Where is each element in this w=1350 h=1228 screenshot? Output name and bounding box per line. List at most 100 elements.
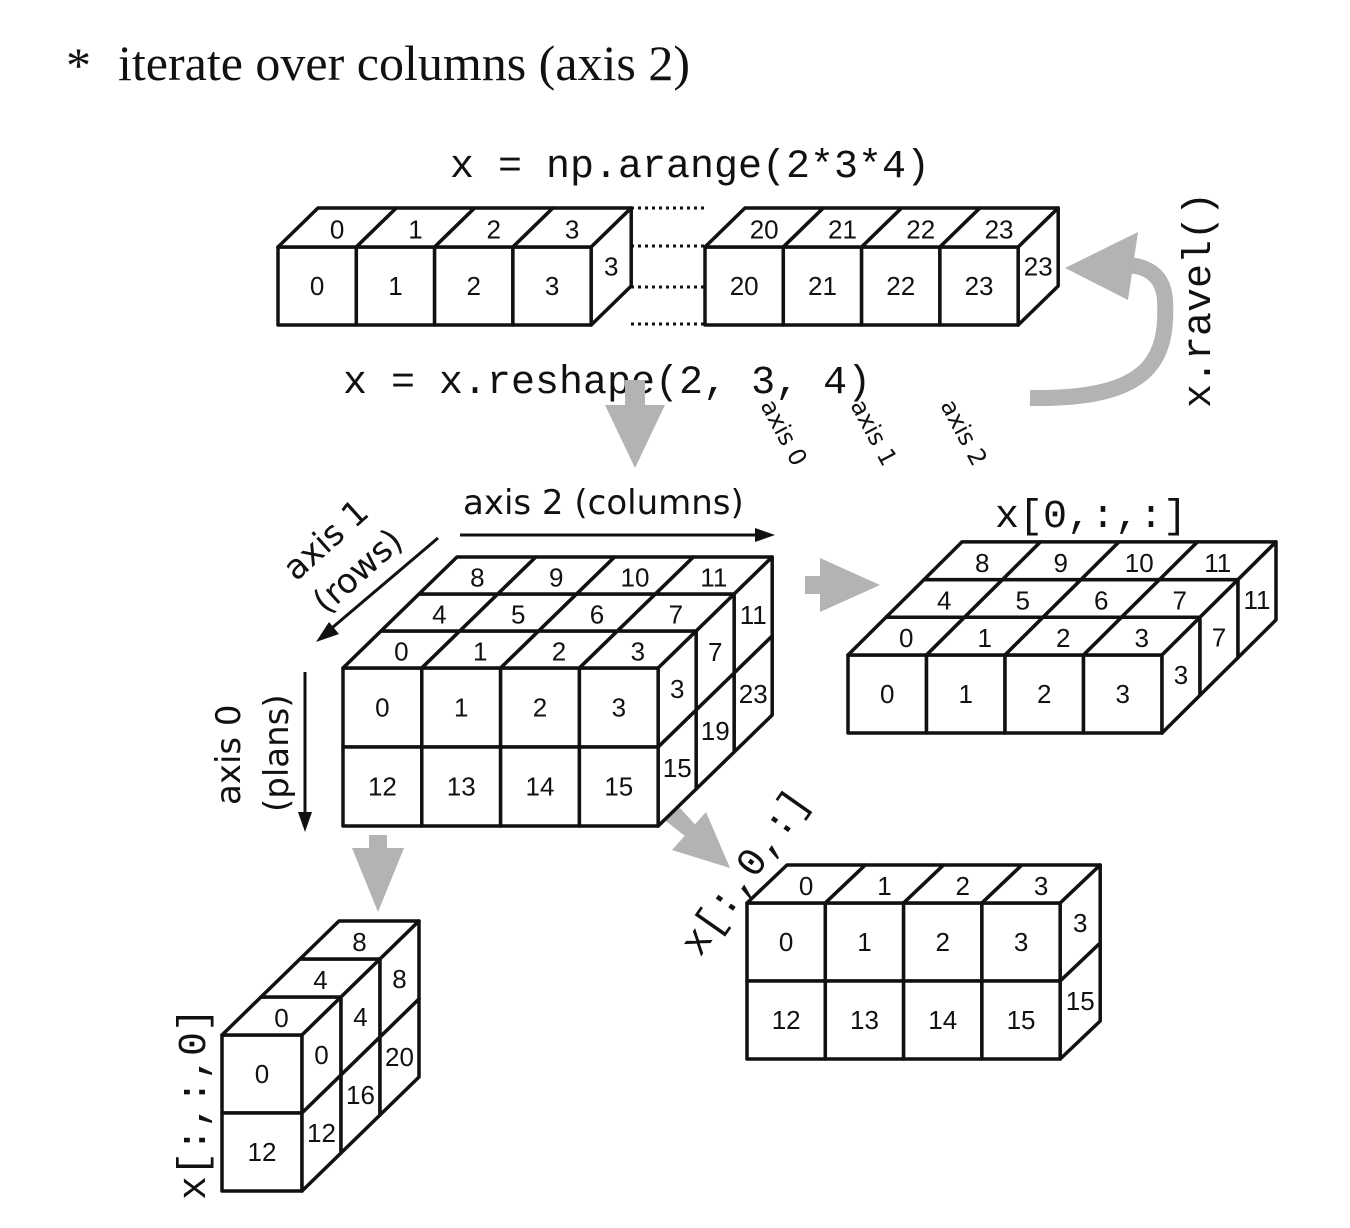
front-cell-value: 12 (248, 1137, 277, 1167)
slice-x0-label: x[0,:,:] (995, 495, 1187, 540)
top-cell-value: 11 (700, 563, 727, 593)
top-cell-value: 6 (1094, 585, 1108, 615)
axis0-label-line1: axis 0 (209, 704, 249, 805)
top-cell-value: 10 (621, 563, 650, 593)
front-cell-value: 22 (886, 271, 915, 301)
top-cell-value: 23 (985, 215, 1014, 245)
top-cell-value: 21 (828, 215, 857, 245)
axis0-label-line2: (plans) (257, 694, 297, 812)
side-cell (1236, 540, 1278, 660)
top-cell-value: 0 (330, 215, 344, 245)
top-cell-value: 2 (956, 871, 970, 901)
top-cell-value: 3 (1135, 623, 1149, 653)
axis1-small-label: axis 1 (845, 395, 903, 471)
top-cell-value: 8 (352, 927, 366, 957)
front-cell-value: 0 (375, 693, 389, 723)
top-cell-value: 0 (274, 1003, 288, 1033)
front-cell-value: 15 (604, 772, 633, 802)
front-cell-value: 15 (1007, 1005, 1036, 1035)
side-cell-value: 19 (701, 716, 730, 746)
front-cell-value: 23 (965, 271, 994, 301)
front-cell-value: 2 (533, 693, 547, 723)
axis2-columns-label: axis 2 (columns) (463, 483, 744, 523)
top-cell-value: 2 (1056, 623, 1070, 653)
top-cell-value: 2 (487, 215, 501, 245)
arrow-to-x__0 (352, 835, 404, 912)
bullet-asterisk: * (66, 37, 91, 93)
side-cell-value: 0 (314, 1040, 328, 1070)
front-cell-value: 3 (1116, 679, 1130, 709)
front-cell-value: 1 (959, 679, 973, 709)
front-cell-value: 21 (808, 271, 837, 301)
side-cell-value: 3 (1073, 908, 1087, 938)
axis2-arrow (460, 528, 775, 542)
top-cell-value: 22 (906, 215, 935, 245)
ravel-arrow (1029, 232, 1174, 407)
ravel-label: x.ravel() (1178, 192, 1223, 408)
front-cell-value: 12 (368, 772, 397, 802)
top-cell-value: 9 (1054, 548, 1068, 578)
side-cell-value: 16 (346, 1080, 375, 1110)
top-cell-value: 0 (899, 623, 913, 653)
front-cell-value: 3 (1014, 927, 1028, 957)
side-cell-value: 20 (385, 1042, 414, 1072)
arrow-to-x_0 (662, 808, 730, 868)
side-cell (1058, 941, 1102, 1061)
top-cell-value: 1 (408, 215, 422, 245)
front-cell-value: 20 (730, 271, 759, 301)
top-cell-value: 0 (394, 637, 408, 667)
top-cell-value: 1 (473, 637, 487, 667)
side-cell-value: 23 (739, 679, 768, 709)
side-cell (589, 206, 633, 327)
front-cell-value: 0 (880, 679, 894, 709)
front-cell-value: 13 (850, 1005, 879, 1035)
slide-title: iterate over columns (axis 2) (118, 35, 690, 91)
top-cell-value: 1 (978, 623, 992, 653)
axis0-small-label: axis 0 (755, 395, 813, 471)
top-cell-value: 8 (470, 563, 484, 593)
arange-label: x = np.arange(2*3*4) (450, 145, 930, 190)
top-cell-value: 3 (631, 637, 645, 667)
side-cell-value: 3 (670, 674, 684, 704)
front-cell-value: 3 (545, 271, 559, 301)
side-cell-value: 7 (1212, 622, 1226, 652)
side-cell-value: 3 (604, 252, 618, 282)
top-cell-value: 4 (937, 585, 951, 615)
dotted-connectors (631, 206, 705, 326)
front-cell-value: 14 (928, 1005, 957, 1035)
top-cell-value: 11 (1204, 548, 1231, 578)
front-cell-value: 13 (447, 772, 476, 802)
axis2-small-label: axis 2 (935, 395, 993, 471)
top-cell-value: 7 (1173, 585, 1187, 615)
side-cell-value: 23 (1024, 252, 1053, 282)
top-cell-value: 6 (590, 600, 604, 630)
front-cell-value: 0 (779, 927, 793, 957)
front-cell-value: 3 (612, 693, 626, 723)
front-cell-value: 1 (454, 693, 468, 723)
top-cell-value: 5 (1016, 585, 1030, 615)
side-cell (732, 634, 774, 754)
front-cell-value: 1 (388, 271, 402, 301)
top-cell-value: 0 (799, 871, 813, 901)
side-cell (1016, 206, 1060, 327)
top-cell-value: 20 (750, 215, 779, 245)
side-cell-value: 15 (1066, 986, 1095, 1016)
array-flat-right: 20 21 22 23 20 21 22 23 23 (703, 206, 1060, 327)
top-cell-value: 3 (1034, 871, 1048, 901)
side-cell-value: 11 (1244, 585, 1271, 615)
axis1-arrow (316, 536, 439, 642)
top-cell-value: 7 (669, 600, 683, 630)
front-cell-value: 1 (857, 927, 871, 957)
axis0-arrow (298, 672, 312, 832)
side-cell-value: 15 (663, 753, 692, 783)
top-cell-value: 2 (552, 637, 566, 667)
side-cell-value: 12 (307, 1118, 336, 1148)
top-cell-value: 10 (1125, 548, 1154, 578)
slice-x__0-label: x[:,:,0] (173, 1008, 218, 1200)
